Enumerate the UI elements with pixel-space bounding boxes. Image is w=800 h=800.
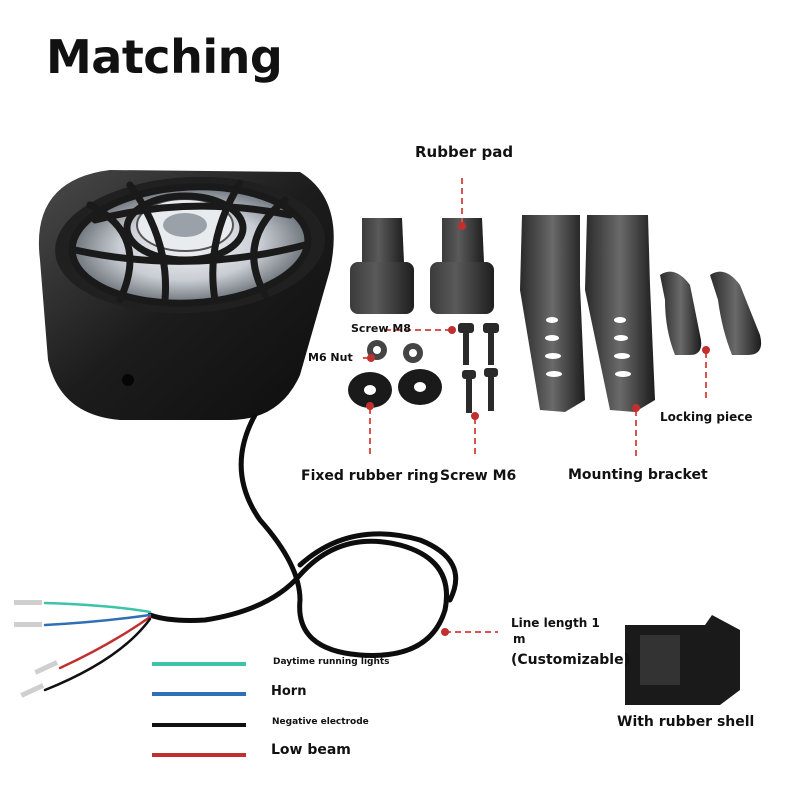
- leader-lines: [363, 178, 707, 633]
- headlight: [38, 170, 334, 420]
- label-fixed-rubber-ring: Fixed rubber ring: [301, 468, 439, 484]
- cable: [147, 412, 459, 658]
- rubber-pads: [350, 218, 494, 314]
- legend-line-daytime: [152, 662, 246, 666]
- wire-tips: [14, 600, 59, 698]
- label-line-length-unit: m: [513, 632, 526, 646]
- legend-line-negative: [152, 723, 246, 727]
- legend-line-horn: [152, 692, 246, 696]
- label-with-rubber-shell: With rubber shell: [617, 714, 755, 730]
- label-m6-nut: M6 Nut: [308, 351, 353, 364]
- hardware: [348, 323, 499, 413]
- wires: [43, 601, 152, 692]
- legend-label-low-beam: Low beam: [271, 742, 351, 758]
- locking-pieces: [660, 271, 762, 355]
- page-title: Matching: [46, 30, 283, 84]
- mounting-brackets: [520, 215, 655, 412]
- label-customizable: (Customizable): [511, 652, 630, 668]
- label-screw-m6: Screw M6: [440, 468, 517, 484]
- label-locking-piece: Locking piece: [660, 410, 753, 424]
- label-rubber-pad: Rubber pad: [415, 143, 514, 161]
- legend-label-horn: Horn: [271, 684, 307, 699]
- label-line-length: Line length 1: [511, 616, 600, 630]
- legend-line-low-beam: [152, 753, 246, 757]
- label-mounting-bracket: Mounting bracket: [568, 467, 708, 483]
- legend-label-daytime: Daytime running lights: [273, 657, 390, 667]
- legend-label-negative: Negative electrode: [272, 717, 369, 727]
- label-screw-m8: Screw M8: [351, 322, 411, 335]
- leader-dots: [366, 222, 710, 636]
- connector: [625, 615, 740, 705]
